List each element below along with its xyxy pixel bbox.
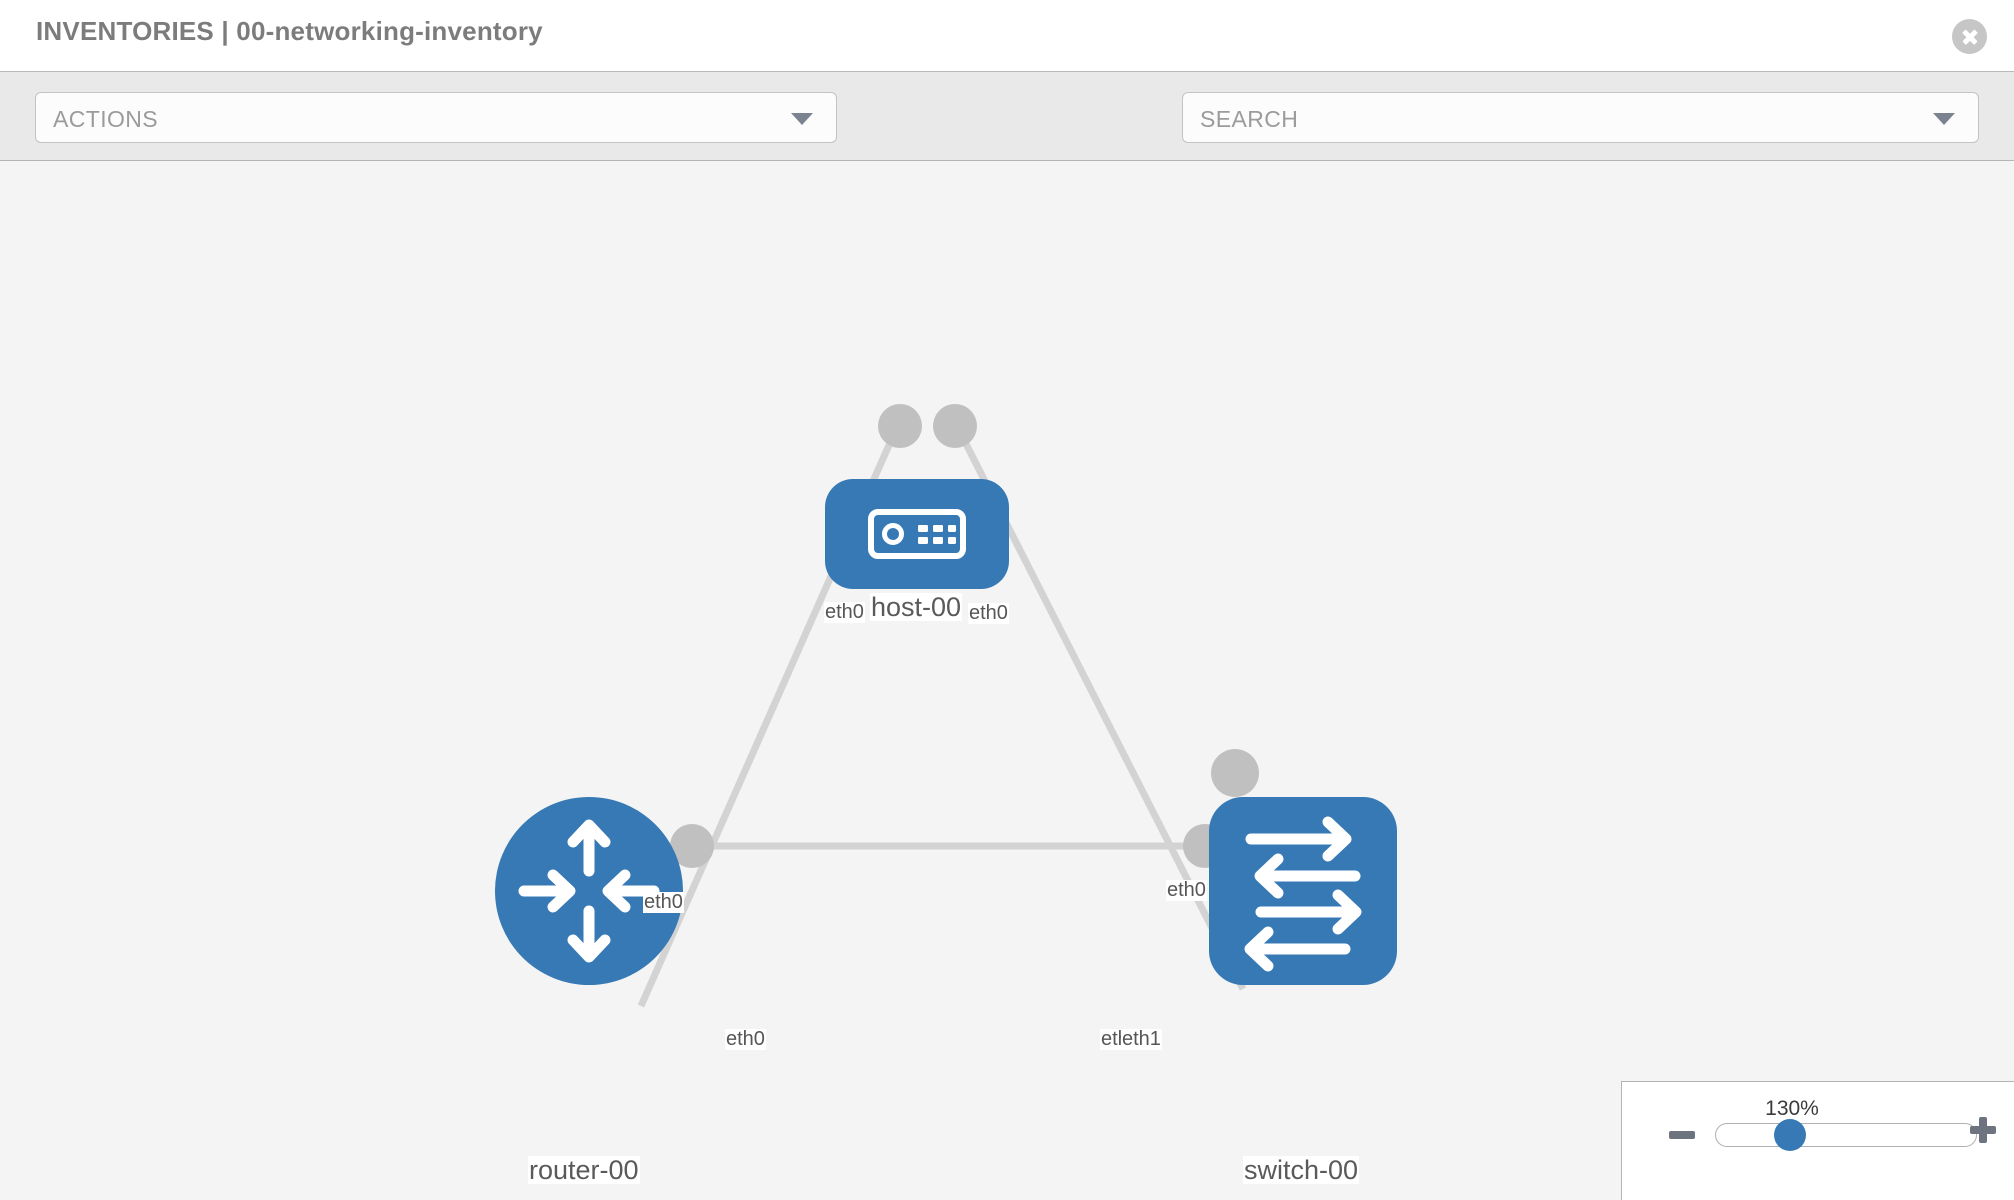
- chevron-down-icon: [791, 113, 813, 125]
- actions-dropdown[interactable]: ACTIONS: [35, 92, 837, 143]
- node-host-00[interactable]: [825, 479, 1009, 589]
- interface-label: eth1: [1121, 1028, 1162, 1050]
- page-header: INVENTORIES | 00-networking-inventory: [0, 0, 2014, 71]
- topology-graph: [495, 404, 1397, 1008]
- page-title: INVENTORIES | 00-networking-inventory: [36, 16, 543, 46]
- actions-dropdown-label: ACTIONS: [53, 106, 159, 132]
- plus-icon-stroke: [1979, 1117, 1987, 1143]
- close-icon[interactable]: [1952, 19, 1987, 54]
- switch-arrows-icon: [1244, 816, 1362, 972]
- port-host00-eth0-right[interactable]: [933, 404, 977, 448]
- search-input-placeholder: SEARCH: [1200, 106, 1299, 132]
- port-group: [670, 404, 1259, 868]
- zoom-in-button[interactable]: [1970, 1117, 1996, 1143]
- node-label-host-00: host-00: [870, 592, 963, 622]
- interface-label: eth0: [824, 601, 865, 623]
- toolbar: ACTIONS SEARCH: [0, 71, 2014, 195]
- node-router-00[interactable]: [495, 797, 683, 985]
- server-icon: [868, 509, 966, 559]
- zoom-slider-thumb[interactable]: [1774, 1119, 1806, 1151]
- node-label-switch-00: switch-00: [1243, 1155, 1360, 1185]
- node-switch-00[interactable]: [1209, 797, 1397, 985]
- search-input[interactable]: SEARCH: [1182, 92, 1979, 143]
- topology-canvas[interactable]: eth0 host-00 eth0 eth0 eth0 eth0 eth eth…: [0, 161, 2014, 1200]
- node-label-router-00: router-00: [528, 1155, 640, 1185]
- chevron-down-icon: [1933, 113, 1955, 125]
- port-router00-eth0[interactable]: [670, 824, 714, 868]
- zoom-out-button[interactable]: [1669, 1131, 1695, 1139]
- interface-label: eth0: [643, 891, 684, 913]
- port-host00-eth0-left[interactable]: [878, 404, 922, 448]
- interface-label: eth0: [1166, 879, 1207, 901]
- router-arrows-icon: [518, 819, 660, 963]
- zoom-percent-label: 130%: [1765, 1097, 1819, 1120]
- zoom-control-panel: 130%: [1621, 1081, 2014, 1200]
- interface-label: eth0: [725, 1028, 766, 1050]
- port-switch00-eth0[interactable]: [1211, 749, 1259, 797]
- zoom-slider[interactable]: [1715, 1123, 1977, 1147]
- interface-label: eth0: [968, 602, 1009, 624]
